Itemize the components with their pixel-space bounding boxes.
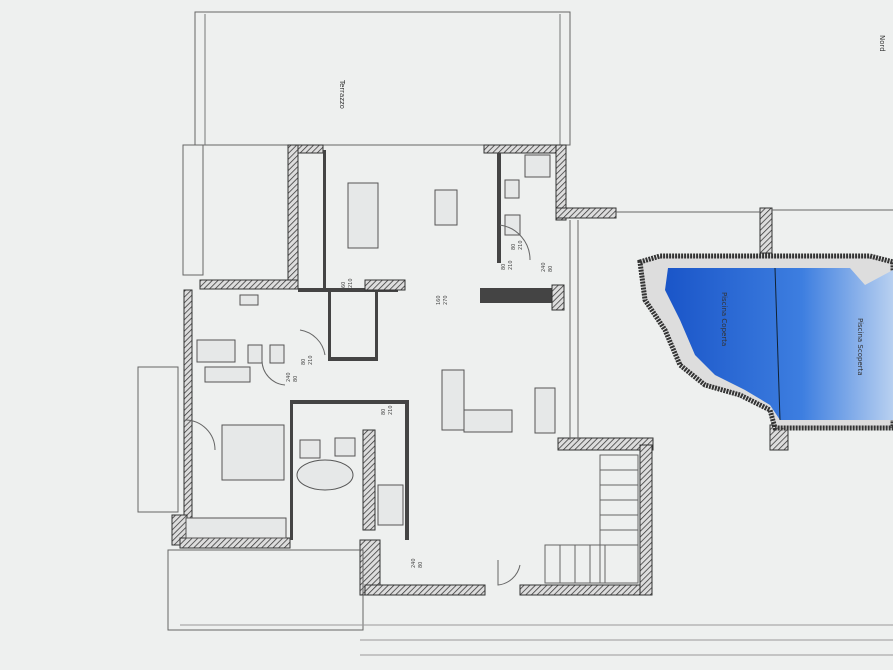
dim-width: 80	[381, 409, 387, 415]
north-label: Nord	[878, 35, 886, 52]
dim-height: 80	[548, 266, 554, 272]
door-swings	[184, 224, 531, 586]
dim-height: 210	[518, 240, 524, 250]
dim-height: 210	[388, 405, 394, 415]
furniture	[196, 154, 556, 526]
dim-width: 80	[301, 359, 307, 365]
terrace: Terrazzo	[182, 11, 571, 276]
staircase	[544, 454, 639, 584]
dim-height: 270	[443, 295, 449, 305]
walls	[137, 144, 893, 656]
dim-width: 240	[286, 372, 292, 382]
pool-covered-label: Piscina Coperta	[720, 292, 728, 346]
dim-height: 210	[508, 260, 514, 270]
dim-width: 240	[411, 558, 417, 568]
dim-width: 80	[501, 264, 507, 270]
dim-width: 80	[511, 244, 517, 250]
dim-width: 60	[341, 282, 347, 288]
dim-height: 80	[293, 376, 299, 382]
swimming-pool: Piscina Coperta Piscina Scoperta	[637, 253, 893, 431]
pool-open-label: Piscina Scoperta	[856, 318, 864, 376]
dim-height: 210	[348, 278, 354, 288]
dim-height: 210	[308, 355, 314, 365]
dim-height: 80	[418, 562, 424, 568]
dim-width: 160	[436, 295, 442, 305]
dim-width: 240	[541, 262, 547, 272]
terrace-label: Terrazzo	[338, 79, 346, 109]
